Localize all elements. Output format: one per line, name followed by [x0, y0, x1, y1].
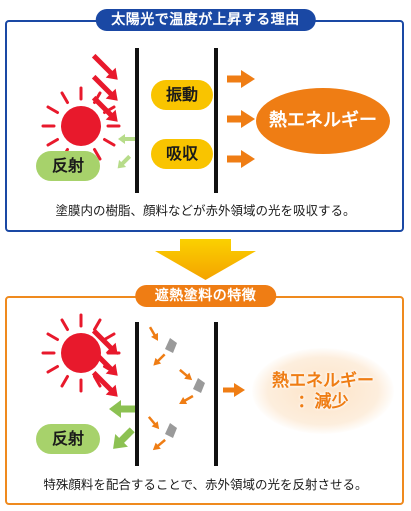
reflect-arrow-icon	[148, 326, 158, 341]
sunlight-arrow-icon	[91, 328, 118, 355]
label-absorption: 吸収	[151, 139, 213, 169]
sunlight-arrow-icon	[91, 74, 118, 101]
caption-heat-shield: 特殊顔料を配合することで、赤外領域の光を反射させる。	[43, 477, 368, 492]
pigment-particle-icon	[165, 338, 177, 353]
heat-arrow-icon	[223, 383, 245, 397]
panel-title-heat-rise: 太陽光で温度が上昇する理由	[95, 9, 316, 31]
reflect-arrow-icon	[152, 438, 166, 451]
label-vibration: 振動	[151, 80, 213, 110]
caption-heat-rise: 塗膜内の樹脂、顔料などが赤外領域の光を吸収する。	[55, 203, 356, 218]
label-reflection: 反射	[36, 424, 100, 454]
heat-energy-reduced-line1: 熱エネルギー	[272, 371, 374, 391]
reflect-arrow-icon	[147, 416, 160, 430]
pigment-particle-icon	[165, 423, 177, 438]
sunlight-arrow-icon	[91, 349, 118, 376]
heat-energy-badge: 熱エネルギー	[256, 88, 390, 154]
sunlight-arrow-icon	[91, 95, 118, 122]
panel-title-heat-shield: 遮熱塗料の特徴	[134, 285, 277, 307]
sun-icon	[41, 313, 121, 393]
down-arrow-icon	[155, 239, 256, 280]
reflect-arrow-icon	[118, 134, 135, 144]
heat-arrow-icon	[227, 110, 255, 128]
label-reflection: 反射	[36, 151, 100, 181]
reflect-arrow-icon	[179, 394, 194, 404]
sunlight-arrow-icon	[91, 53, 118, 80]
heat-energy-reduced-line2: ：減少	[297, 392, 349, 412]
sunlight-arrow-icon	[91, 370, 118, 397]
reflect-arrow-icon	[153, 353, 166, 366]
reflect-arrow-icon	[113, 427, 135, 449]
reflect-arrow-icon	[109, 400, 136, 418]
heat-energy-reduced-label: 熱エネルギー ：減少	[252, 371, 394, 413]
reflect-arrow-icon	[117, 154, 132, 169]
heat-arrow-icon	[227, 150, 255, 168]
heat-arrow-icon	[227, 70, 255, 88]
pigment-particle-icon	[193, 378, 205, 393]
heat-energy-reduced-glow	[252, 348, 394, 434]
reflect-arrow-icon	[179, 368, 193, 381]
